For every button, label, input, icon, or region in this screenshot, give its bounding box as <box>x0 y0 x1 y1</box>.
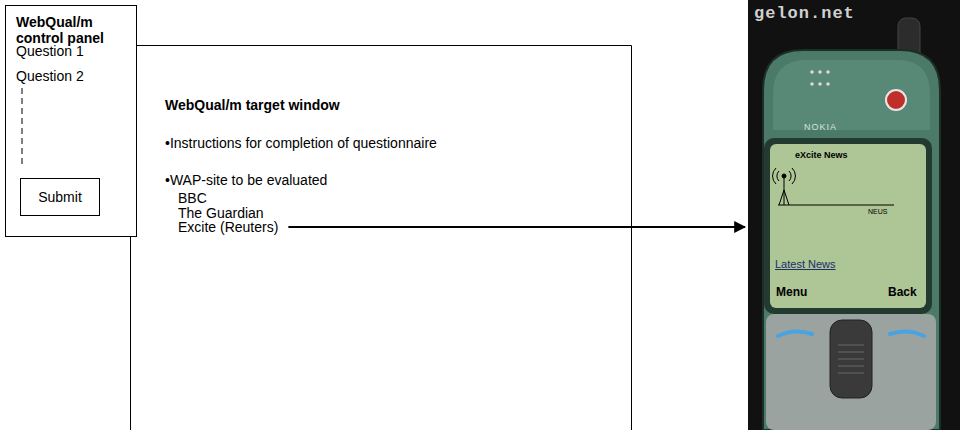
instruction-bullet: •WAP-site to be evaluated <box>165 172 327 188</box>
soft-key <box>890 331 924 336</box>
speaker-dot <box>810 82 813 85</box>
window-frame-line <box>131 46 632 430</box>
site-item: Excite (Reuters) <box>178 219 278 235</box>
control-panel: Submit WebQual/m control panelQuestion 1 Q… <box>5 5 137 237</box>
brand-label: NOKIA <box>804 122 837 132</box>
site-item: BBC <box>178 190 207 206</box>
phone-screen <box>770 144 926 308</box>
panel-title: WebQual/m control panel <box>16 14 124 46</box>
screen-link: Latest News <box>775 258 836 271</box>
submit-button: Submit <box>20 178 100 216</box>
power-button <box>886 90 906 110</box>
button-label: Submit <box>38 189 82 205</box>
phone-highlight <box>773 60 930 130</box>
phone-picture <box>748 0 960 430</box>
phone-illustration: gelon.netNOKIA eXcite NewsNEUS Latest News… <box>748 0 960 430</box>
phone-body <box>763 50 940 430</box>
instruction-bullet: •Instructions for completion of question… <box>165 135 437 151</box>
antenna-icon <box>773 168 796 205</box>
watermark: gelon.net <box>754 4 855 24</box>
screen-title: eXcite News <box>795 150 848 161</box>
site-item: The Guardian <box>178 205 264 221</box>
roller-ridges <box>838 345 864 373</box>
target-window: WebQual/m target window •Instructions for… <box>130 45 632 430</box>
dashed-continuation <box>22 88 23 168</box>
pointer-arrow <box>288 226 745 228</box>
speaker-dot <box>818 82 821 85</box>
soft-key <box>778 331 812 336</box>
navigation-roller <box>830 320 872 398</box>
question-item: Question 2 <box>16 68 84 84</box>
photo-background <box>748 0 960 430</box>
soft-key-label: Back <box>888 285 917 299</box>
screen-label: NEUS <box>868 207 887 216</box>
question-item: Question 1 <box>16 43 84 59</box>
speaker-dot <box>826 70 829 73</box>
window-title: WebQual/m target window <box>165 97 340 113</box>
keypad-area <box>766 314 936 430</box>
screen-frame <box>764 138 932 314</box>
speaker-dot <box>810 70 813 73</box>
speaker-dot <box>818 70 821 73</box>
soft-key-label: Menu <box>776 285 807 299</box>
screen-rule <box>778 205 894 206</box>
speaker-dot <box>826 82 829 85</box>
